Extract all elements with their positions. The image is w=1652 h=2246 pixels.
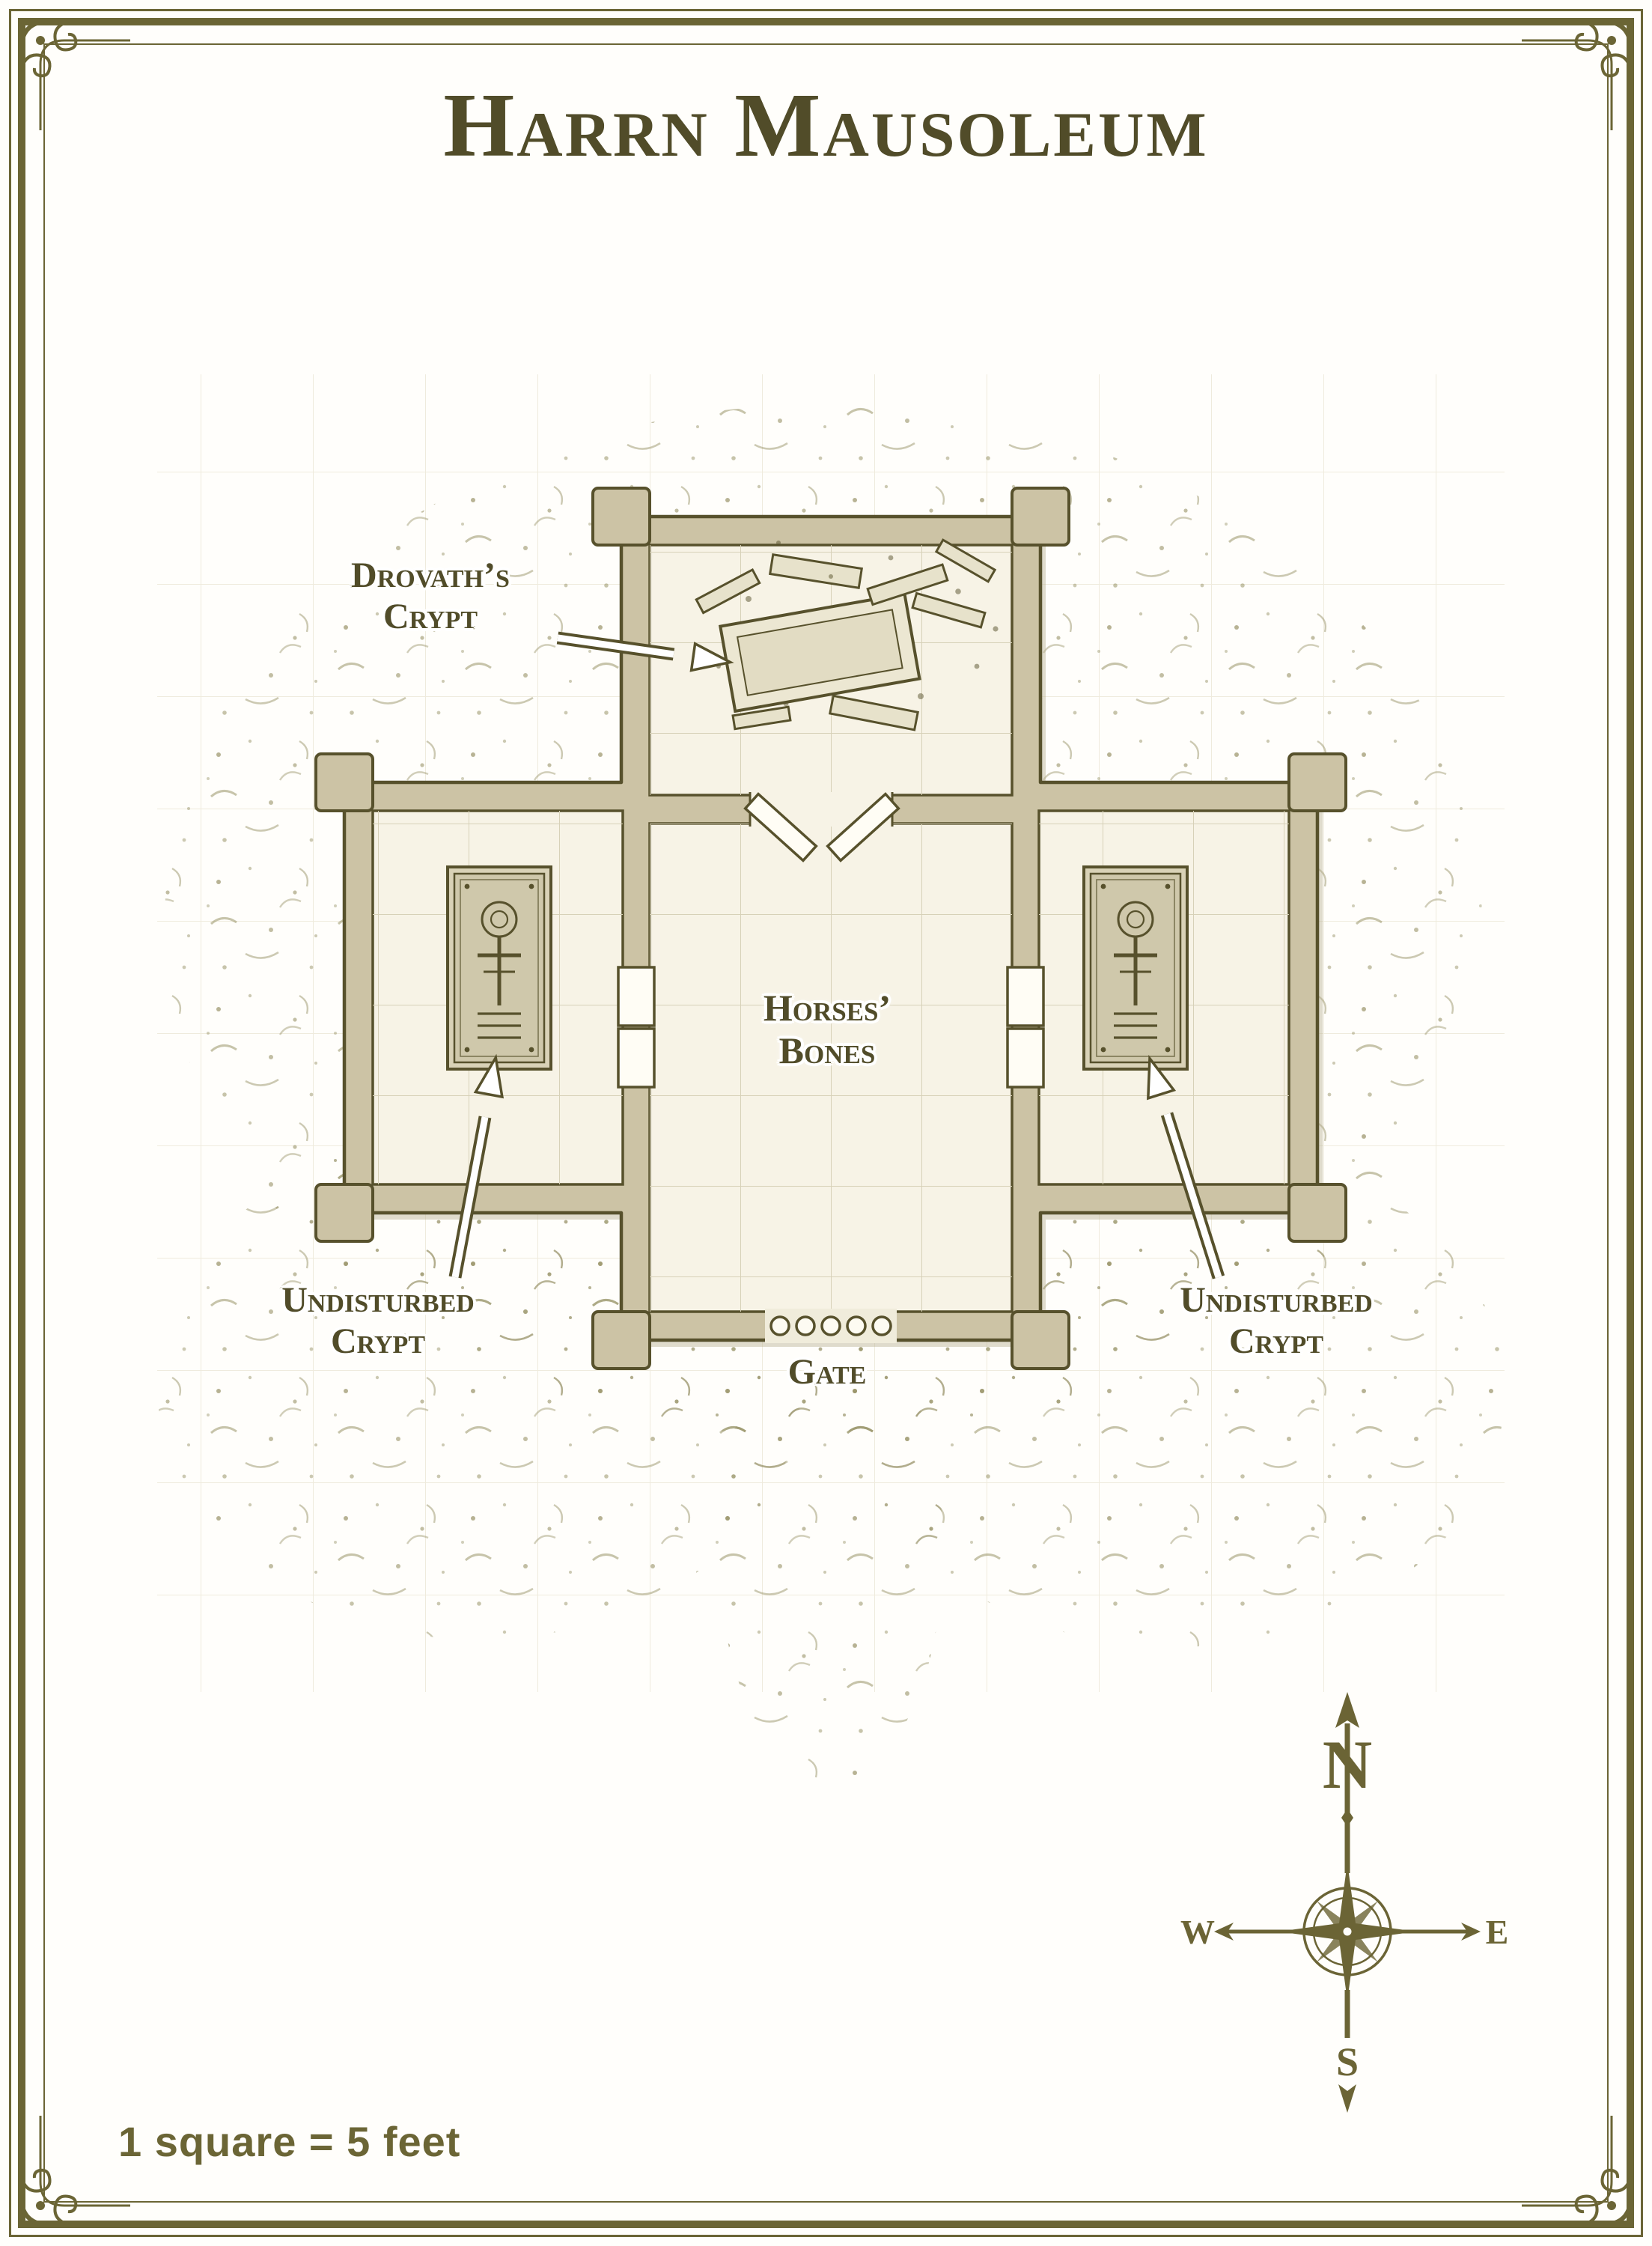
corner-post bbox=[314, 1183, 374, 1243]
compass-north-label: N bbox=[1323, 1726, 1372, 1803]
label-line: Bones bbox=[778, 1029, 876, 1071]
label-undisturbed-crypt-left: Undisturbed Crypt bbox=[240, 1280, 516, 1362]
undisturbed-right-arrow bbox=[1146, 1054, 1225, 1279]
label-undisturbed-crypt-right: Undisturbed Crypt bbox=[1138, 1280, 1415, 1362]
corner-flourish-icon bbox=[19, 19, 130, 130]
corner-post bbox=[1287, 1183, 1347, 1243]
label-line: Crypt bbox=[1228, 1321, 1324, 1361]
compass-east-label: E bbox=[1486, 1913, 1509, 1951]
label-line: Horses’ bbox=[763, 987, 891, 1029]
corner-post bbox=[1287, 752, 1347, 812]
compass-south-label: S bbox=[1336, 2039, 1359, 2084]
sarcophagus-left bbox=[446, 865, 552, 1071]
gate-bars bbox=[769, 1315, 892, 1336]
label-gate: Gate bbox=[787, 1352, 867, 1392]
compass-rose-icon: N W E S bbox=[1180, 1692, 1509, 2113]
crypt-debris bbox=[695, 538, 999, 731]
corner-flourish-icon bbox=[19, 2116, 130, 2227]
undisturbed-left-arrow bbox=[448, 1053, 505, 1279]
label-line: Undisturbed bbox=[1180, 1280, 1373, 1320]
corner-post bbox=[591, 1310, 651, 1370]
map-title: Harrn Mausoleum bbox=[443, 75, 1209, 176]
label-line: Crypt bbox=[330, 1321, 426, 1361]
left-crypt-door bbox=[617, 966, 656, 1089]
corner-post bbox=[1011, 1310, 1070, 1370]
label-line: Undisturbed bbox=[281, 1280, 475, 1320]
label-line: Crypt bbox=[382, 596, 478, 636]
compass-diamond-ornament bbox=[1341, 1809, 1353, 1827]
double-door bbox=[743, 792, 900, 862]
label-line: Drovath’s bbox=[351, 556, 510, 595]
corner-flourish-icon bbox=[1522, 2116, 1633, 2227]
compass-needle-vertical bbox=[1335, 1692, 1359, 2113]
drovath-arrow bbox=[556, 631, 734, 672]
corner-flourish-icon bbox=[1522, 19, 1633, 130]
mausoleum-map bbox=[157, 374, 1505, 1782]
scale-note: 1 square = 5 feet bbox=[118, 2118, 461, 2165]
label-horses-bones: Horses’ Bones bbox=[696, 987, 958, 1072]
compass-star bbox=[1278, 1863, 1416, 2000]
corner-post bbox=[591, 487, 651, 547]
corner-post bbox=[314, 752, 374, 812]
label-drovaths-crypt: Drovath’s Crypt bbox=[299, 556, 561, 637]
corner-post bbox=[1011, 487, 1070, 547]
compass-west-label: W bbox=[1180, 1913, 1215, 1951]
sarcophagus-right bbox=[1082, 865, 1189, 1071]
right-crypt-door bbox=[1006, 966, 1045, 1089]
